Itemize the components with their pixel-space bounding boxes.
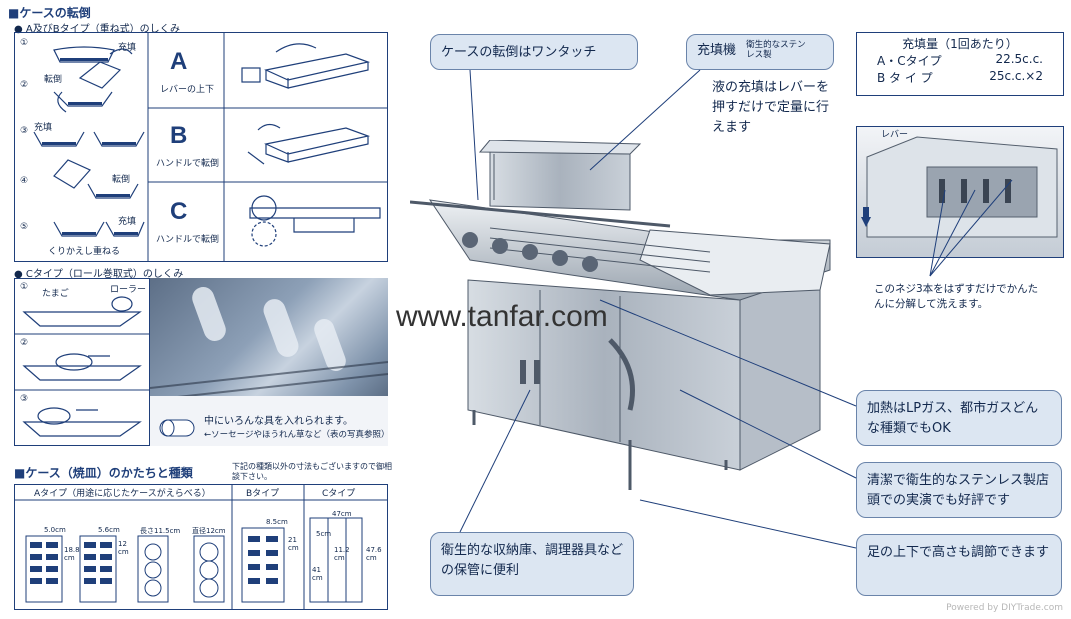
- step-5-caption: くりかえし重ねる: [48, 247, 121, 257]
- c-roll-diagram: [14, 278, 150, 446]
- watermark: www.tanfar.com: [396, 300, 608, 333]
- type-b-caption: ハンドルで転倒: [156, 159, 220, 169]
- dim-a4-diameter: 直径12cm: [192, 527, 226, 535]
- step-2-number: ②: [20, 80, 29, 90]
- volume-box: 充填量（1回あたり） A・Cタイプ 22.5c.c. B タ イ プ 25c.c…: [856, 32, 1064, 96]
- volume-row-2-type: B タ イ プ: [877, 71, 933, 85]
- callout-heating: 加熱はLPガス、都市ガスどんな種類でもOK: [856, 390, 1062, 446]
- volume-title: 充填量（1回あたり）: [902, 37, 1018, 51]
- photo-caption-2: ←ソーセージやほうれん草など（表の写真参照）: [204, 430, 390, 440]
- dim-c-inner-height: 41 cm: [312, 566, 323, 582]
- callout-storage: 衛生的な収納庫、調理器具などの保管に便利: [430, 532, 634, 596]
- case-col-a: Aタイプ（用途に応じたケースがえらべる）: [34, 489, 211, 499]
- step-1-label: 充填: [118, 43, 137, 53]
- step-1-number: ①: [20, 38, 29, 48]
- case-col-b: Bタイプ: [246, 489, 280, 499]
- dim-c-width: 47cm: [332, 510, 352, 518]
- volume-row-1-type: A・Cタイプ: [877, 54, 942, 68]
- c-step-2-number: ②: [20, 338, 29, 348]
- dim-a3-length: 長さ11.5cm: [140, 527, 181, 535]
- ab-mechanism-diagram: [14, 32, 388, 262]
- dim-c-slot: 5cm: [316, 530, 332, 538]
- heading-case-tipping: ■ケースの転倒: [8, 6, 91, 20]
- heading-c-type: ● Cタイプ（ロール巻取式）のしくみ: [14, 269, 184, 280]
- c-step-1-label-roller: ローラー: [110, 285, 147, 295]
- case-note: 下記の種類以外の寸法もございますので御相談下さい。: [232, 462, 392, 481]
- type-b-letter: B: [170, 122, 188, 149]
- step-5-label: 充填: [118, 217, 137, 227]
- step-2-label: 転倒: [44, 75, 63, 85]
- photo-caption-1: 中にいろんな具を入れられます。: [204, 416, 353, 427]
- case-table: [14, 484, 388, 610]
- case-col-c: Cタイプ: [322, 489, 356, 499]
- volume-row-2-amount: 25c.c.×2: [989, 69, 1043, 83]
- sausage-icon: [159, 419, 195, 437]
- dim-a1-height: 18.8 cm: [64, 546, 80, 562]
- callout-legs: 足の上下で高さも調節できます: [856, 534, 1062, 596]
- dim-a2-height: 12 cm: [118, 540, 129, 556]
- heading-ab-type: ● A及びBタイプ（重ね式）のしくみ: [14, 24, 181, 35]
- volume-row-1-amount: 22.5c.c.: [995, 52, 1043, 66]
- step-4-label: 転倒: [112, 175, 131, 185]
- type-c-caption: ハンドルで転倒: [156, 235, 220, 245]
- step-4-number: ④: [20, 176, 29, 186]
- type-a-caption: レバーの上下: [160, 85, 215, 95]
- step-5-number: ⑤: [20, 222, 29, 232]
- callout-filler: 充填機 衛生的なステンレス製: [686, 34, 834, 70]
- dim-c-height: 47.6 cm: [366, 546, 382, 562]
- type-a-letter: A: [170, 48, 188, 75]
- lever-label: レバー: [881, 130, 909, 140]
- dim-b-width: 8.5cm: [266, 518, 288, 526]
- dim-c-slot-height: 11.2 cm: [334, 546, 350, 562]
- callout-steel: 清潔で衛生的なステンレス製店頭での実演でも好評です: [856, 462, 1062, 518]
- step-3-number: ③: [20, 126, 29, 136]
- filler-detail-photo: レバー: [856, 126, 1064, 258]
- c-step-1-label-egg: たまご: [42, 289, 69, 299]
- dim-b-height: 21 cm: [288, 536, 299, 552]
- rolling-photo: [149, 278, 389, 446]
- step-3-label: 充填: [34, 123, 53, 133]
- filler-title: 充填機: [697, 43, 737, 58]
- type-c-letter: C: [170, 198, 188, 225]
- dim-a2-width: 5.6cm: [98, 526, 120, 534]
- filler-description: 液の充填はレバーを押すだけで定量に行えます: [712, 80, 830, 136]
- machine-illustration: [410, 140, 831, 490]
- screws-note: このネジ3本をはずすだけでかんたんに分解して洗えます。: [874, 283, 1039, 311]
- callout-tipping: ケースの転倒はワンタッチ: [430, 34, 638, 70]
- footer-credit: Powered by DIYTrade.com: [946, 603, 1063, 613]
- dim-a1-width: 5.0cm: [44, 526, 66, 534]
- c-step-1-number: ①: [20, 282, 29, 292]
- c-step-3-number: ③: [20, 394, 29, 404]
- heading-case-shapes: ■ケース（焼皿）のかたちと種類: [14, 466, 193, 480]
- filler-subtitle: 衛生的なステンレス製: [746, 40, 806, 60]
